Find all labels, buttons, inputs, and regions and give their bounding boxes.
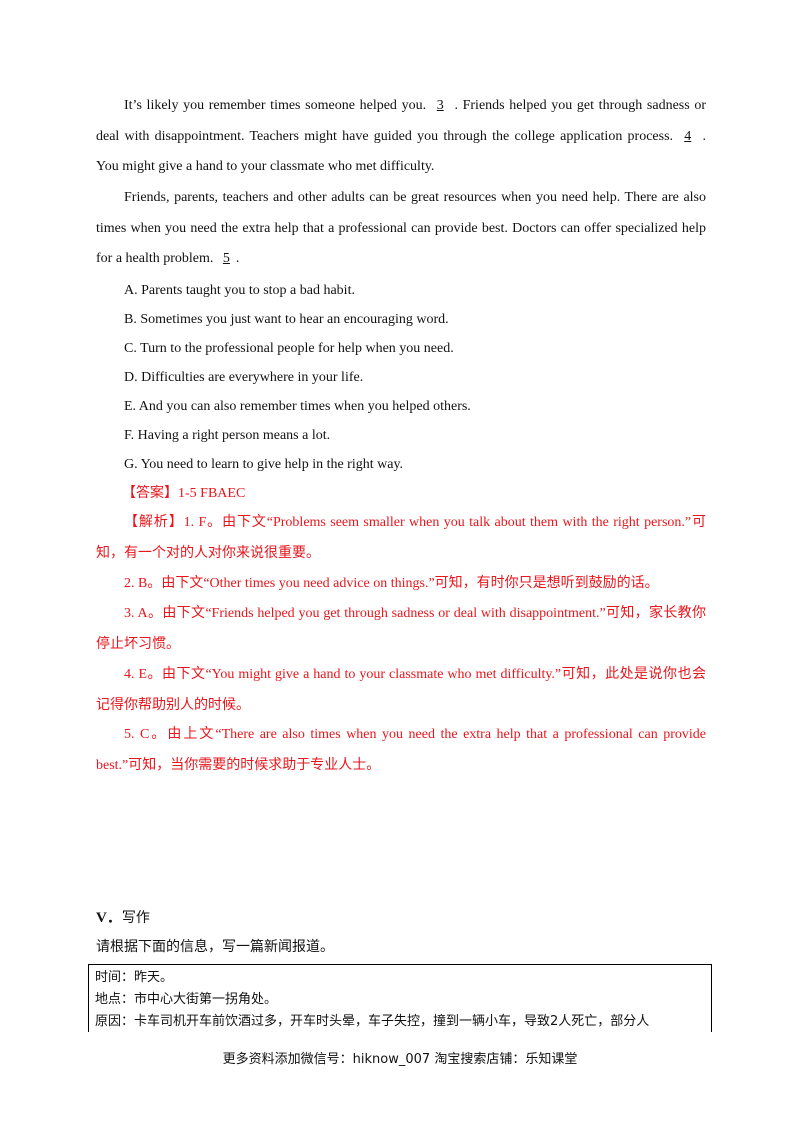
info-cause: 原因：卡车司机开车前饮酒过多，开车时头晕，车子失控，撞到一辆小车，导致2人死亡，…: [95, 1014, 650, 1029]
passage-text: . Friends helped you get through sadness…: [96, 98, 706, 144]
writing-instruction: 请根据下面的信息，写一篇新闻报道。: [96, 939, 334, 955]
page-footer: 更多资料添加微信号：hiknow_007 淘宝搜索店铺：乐知课堂: [222, 1052, 578, 1067]
answer-line: 【答案】1-5 FBAEC: [122, 484, 245, 504]
passage-paragraph-1: It’s likely you remember times someone h…: [96, 91, 706, 183]
passage-text: Friends, parents, teachers and other adu…: [96, 190, 706, 266]
analysis-item-5: 5. C。由上文“There are also times when you n…: [96, 727, 706, 773]
passage-text: It’s likely you remember times someone h…: [124, 98, 427, 113]
section-title: 写作: [121, 910, 150, 926]
option-a: A. Parents taught you to stop a bad habi…: [124, 283, 355, 298]
analysis-text: 1. F。由下文“Problems seem smaller when you …: [96, 515, 707, 561]
analysis-label: 【解析】: [124, 515, 184, 530]
passage-paragraph-2: Friends, parents, teachers and other adu…: [96, 190, 706, 266]
section-heading: V．写作: [96, 906, 150, 927]
section-number: V．: [96, 910, 122, 926]
analysis-item-2: 2. B。由下文“Other times you need advice on …: [124, 576, 659, 591]
analysis-item-4: 4. E。由下文“You might give a hand to your c…: [96, 667, 706, 713]
blank-5: 5: [222, 251, 230, 266]
option-c: C. Turn to the professional people for h…: [124, 341, 454, 356]
analysis-item-1: 【解析】1. F。由下文“Problems seem smaller when …: [96, 508, 706, 569]
blank-3: 3: [436, 98, 444, 113]
analysis-item-3: 3. A。由下文“Friends helped you get through …: [96, 606, 706, 652]
option-f: F. Having a right person means a lot.: [124, 428, 331, 443]
answer-value: 1-5 FBAEC: [178, 486, 246, 501]
info-table: 时间：昨天。 地点：市中心大街第一拐角处。 原因：卡车司机开车前饮酒过多，开车时…: [88, 964, 712, 1032]
blank-4: 4: [684, 128, 692, 144]
info-place: 地点：市中心大街第一拐角处。: [95, 992, 278, 1007]
option-e: E. And you can also remember times when …: [124, 399, 471, 414]
passage-text: . You might give a hand to your classmat…: [96, 128, 707, 175]
option-g: G. You need to learn to give help in the…: [124, 457, 404, 472]
option-b: B. Sometimes you just want to hear an en…: [124, 312, 449, 327]
answer-label: 【答案】: [122, 486, 178, 501]
option-d: D. Difficulties are everywhere in your l…: [124, 370, 364, 385]
info-time: 时间：昨天。: [95, 970, 174, 985]
